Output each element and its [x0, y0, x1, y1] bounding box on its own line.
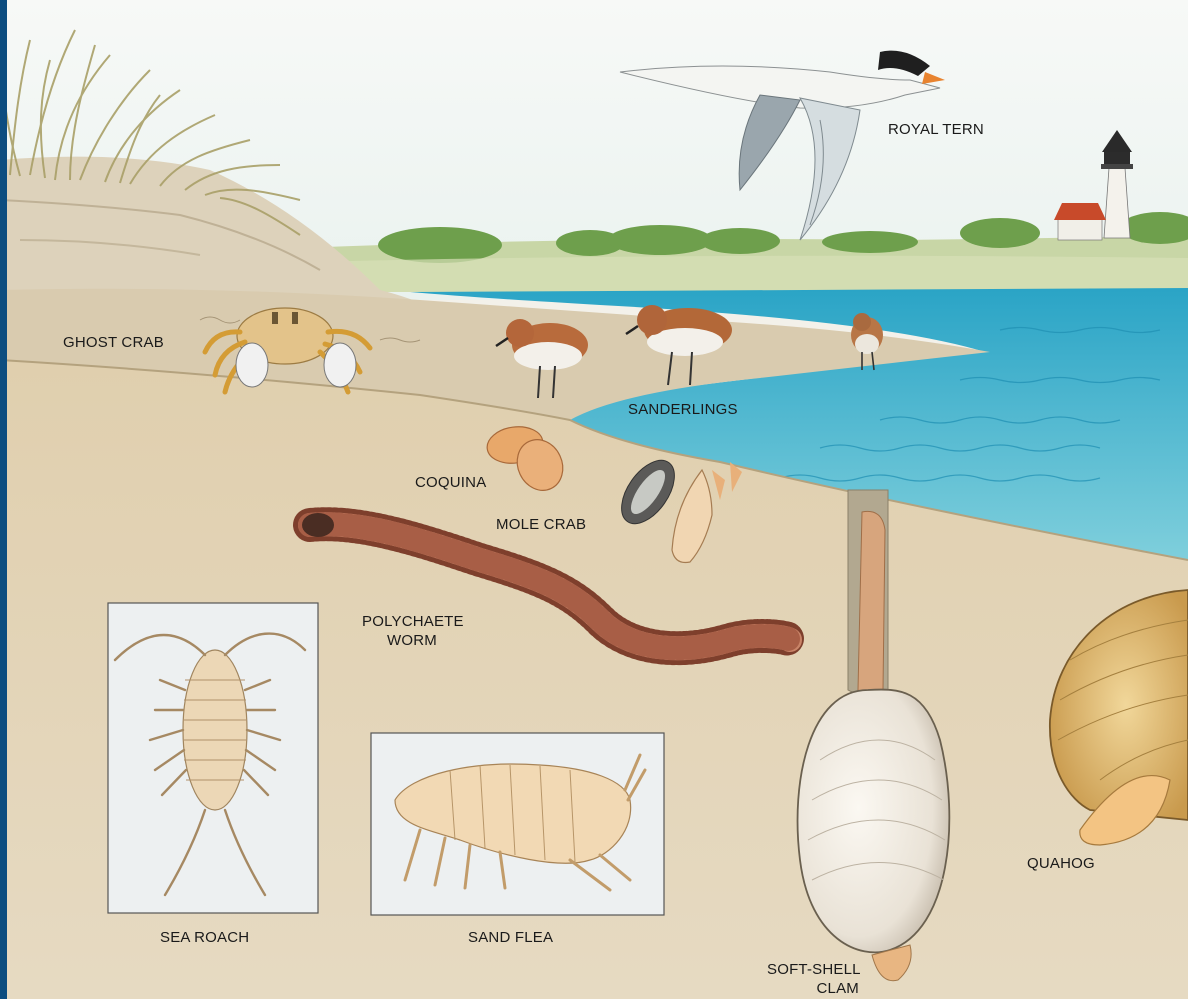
label-royal-tern: ROYAL TERN [888, 120, 984, 139]
label-quahog: QUAHOG [1027, 854, 1095, 873]
sea-roach-inset [108, 603, 318, 913]
label-ghost-crab: GHOST CRAB [63, 333, 164, 352]
label-soft-shell-clam-line1: SOFT-SHELL [767, 960, 859, 979]
sand-flea-inset [371, 733, 664, 915]
label-soft-shell-clam: SOFT-SHELL CLAM [767, 960, 859, 998]
label-sanderlings: SANDERLINGS [628, 400, 738, 419]
label-polychaete-worm-line1: POLYCHAETE [362, 612, 462, 631]
label-sand-flea: SAND FLEA [468, 928, 553, 947]
label-polychaete-worm: POLYCHAETE WORM [362, 612, 462, 650]
label-soft-shell-clam-line2: CLAM [767, 979, 859, 998]
label-coquina: COQUINA [415, 473, 486, 492]
label-mole-crab: MOLE CRAB [496, 515, 586, 534]
label-sea-roach: SEA ROACH [160, 928, 249, 947]
keeper-house [1054, 203, 1106, 240]
label-polychaete-worm-line2: WORM [362, 631, 462, 650]
edge-bar [0, 0, 7, 999]
